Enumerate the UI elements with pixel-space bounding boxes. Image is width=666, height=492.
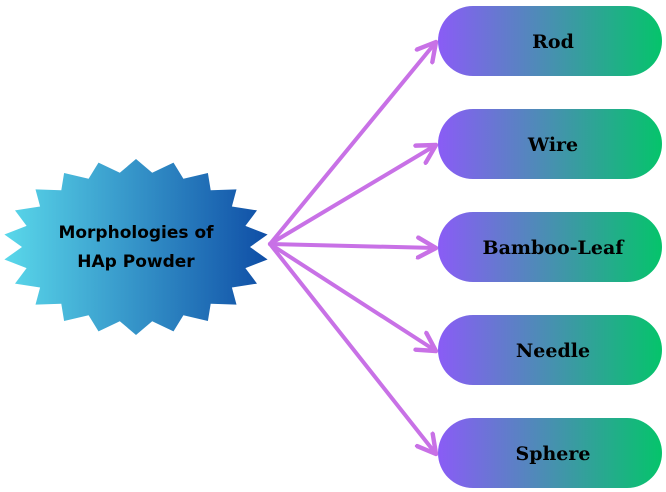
center-title-line-1: Morphologies of: [58, 223, 214, 243]
pill-label: Needle: [516, 340, 590, 362]
pill-label: Wire: [527, 134, 578, 156]
pill-background: [438, 315, 662, 385]
center-title-line-2: HAp Powder: [77, 252, 195, 272]
arrow-to-bamboo-leaf: [268, 244, 436, 248]
morphology-pill-wire: Wire: [438, 109, 662, 179]
morphology-pill-rod: Rod: [438, 6, 662, 76]
morphology-list: Rod Wire Bamboo-Leaf Needle Sphere: [438, 6, 662, 488]
pill-background: [438, 6, 662, 76]
morphology-pill-sphere: Sphere: [438, 418, 662, 488]
pill-background: [438, 109, 662, 179]
connector-arrows: [268, 42, 436, 454]
pill-label: Sphere: [515, 443, 590, 465]
arrow-to-wire: [268, 145, 436, 246]
morphology-pill-bamboo-leaf: Bamboo-Leaf: [438, 212, 662, 282]
pill-label: Bamboo-Leaf: [483, 237, 626, 259]
morphology-pill-needle: Needle: [438, 315, 662, 385]
arrow-to-rod: [268, 42, 436, 246]
arrow-to-sphere: [268, 242, 436, 454]
arrow-to-needle: [268, 242, 436, 351]
pill-background: [438, 212, 662, 282]
center-starburst: [4, 159, 268, 335]
pill-label: Rod: [532, 31, 574, 53]
pill-background: [438, 418, 662, 488]
